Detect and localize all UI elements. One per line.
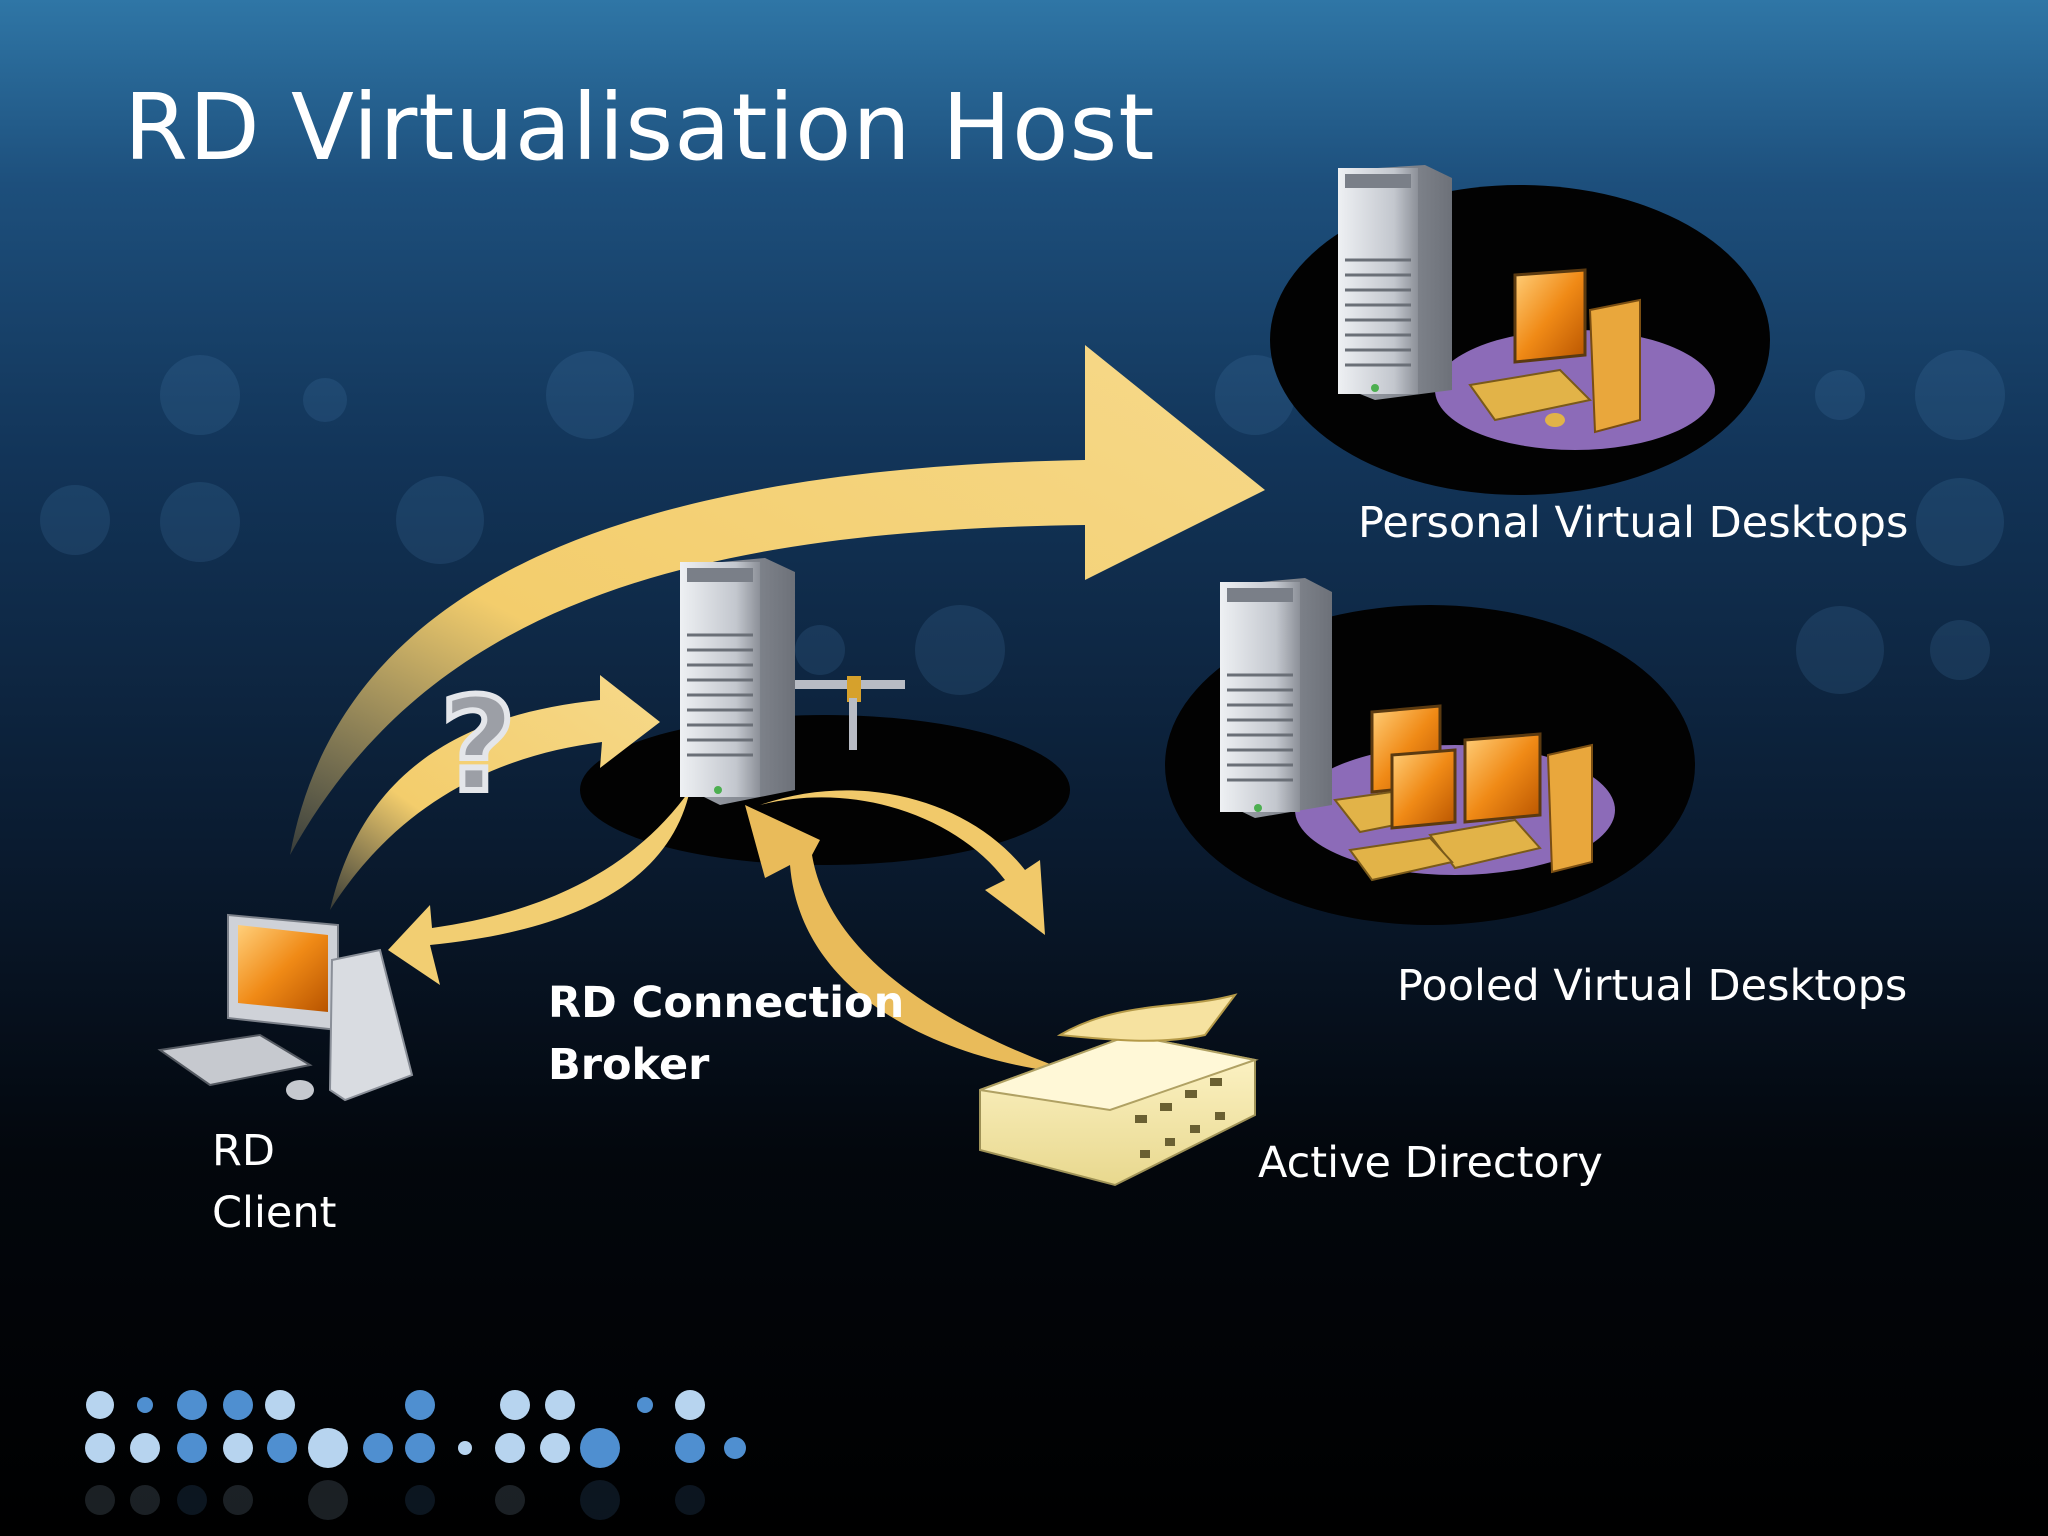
desktop-icon <box>1546 743 1593 874</box>
client-label: RD Client <box>212 1120 337 1244</box>
desktop-icon <box>1348 748 1457 882</box>
active-directory-label: Active Directory <box>1258 1138 1603 1188</box>
arrow-icon <box>290 345 1265 855</box>
server-icon <box>1338 165 1452 400</box>
broker-label-line2: Broker <box>548 1040 710 1090</box>
server-icon <box>1220 578 1332 818</box>
client-computer-icon <box>157 913 414 1102</box>
connector-icon <box>795 676 905 750</box>
arrow-icon <box>745 805 1080 1075</box>
broker-label-line1: RD Connection <box>548 978 905 1028</box>
decorative-dots <box>85 1390 746 1520</box>
directory-icon <box>979 993 1259 1187</box>
arrow-icon <box>330 675 660 910</box>
svg-text:?: ? <box>440 669 515 821</box>
slide-title: RD Virtualisation Host <box>124 74 1156 181</box>
client-label-line1: RD <box>212 1126 275 1176</box>
server-icon <box>680 558 795 805</box>
arrow-icon <box>388 790 690 985</box>
question-mark-icon: ? <box>437 666 518 824</box>
personal-desktops-label: Personal Virtual Desktops <box>1358 498 1909 548</box>
pooled-desktops-group <box>1165 578 1695 925</box>
client-label-line2: Client <box>212 1188 337 1238</box>
desktop-icon <box>1468 268 1641 434</box>
arrow-icon <box>760 790 1045 935</box>
pooled-desktops-label: Pooled Virtual Desktops <box>1397 961 1908 1011</box>
personal-desktops-group <box>1270 165 1770 495</box>
broker-label: RD Connection Broker <box>548 972 904 1096</box>
